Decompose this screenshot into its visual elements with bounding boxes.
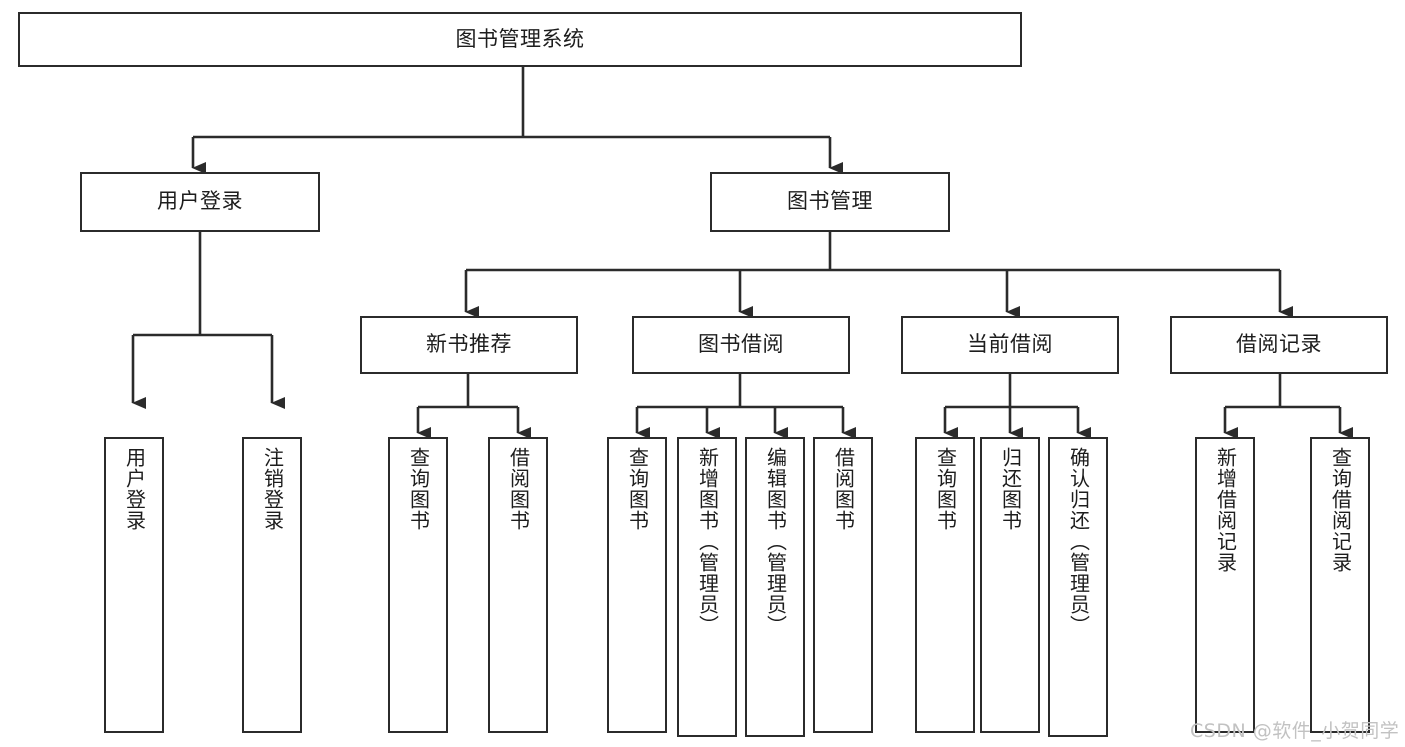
leaf-record-add-record[interactable]: 新增借阅记录 — [1195, 437, 1255, 733]
node-user-login[interactable]: 用户登录 — [80, 172, 320, 232]
node-root[interactable]: 图书管理系统 — [18, 12, 1022, 67]
leaf-borrow-borrow-book-label: 借阅图书 — [831, 447, 856, 531]
leaf-recommend-query-book-label: 查询图书 — [406, 447, 431, 531]
node-new-book-recommend-label: 新书推荐 — [426, 332, 512, 357]
node-book-borrow[interactable]: 图书借阅 — [632, 316, 850, 374]
node-root-label: 图书管理系统 — [455, 26, 585, 51]
leaf-borrow-borrow-book[interactable]: 借阅图书 — [813, 437, 873, 733]
leaf-record-add-record-label: 新增借阅记录 — [1213, 447, 1238, 573]
leaf-borrow-edit-book-label: 编辑图书（管理员） — [763, 447, 788, 636]
leaf-user-logout[interactable]: 注销登录 — [242, 437, 302, 733]
leaf-user-login-label: 用户登录 — [122, 447, 147, 531]
watermark: CSDN @软件_小贺同学 — [1190, 720, 1400, 742]
leaf-user-login[interactable]: 用户登录 — [104, 437, 164, 733]
node-user-login-label: 用户登录 — [157, 189, 243, 214]
leaf-borrow-edit-book[interactable]: 编辑图书（管理员） — [745, 437, 805, 737]
leaf-current-confirm-return[interactable]: 确认归还（管理员） — [1048, 437, 1108, 737]
leaf-recommend-query-book[interactable]: 查询图书 — [388, 437, 448, 733]
leaf-recommend-borrow-book[interactable]: 借阅图书 — [488, 437, 548, 733]
leaf-borrow-query-book-label: 查询图书 — [625, 447, 650, 531]
node-borrow-record[interactable]: 借阅记录 — [1170, 316, 1388, 374]
leaf-recommend-borrow-book-label: 借阅图书 — [506, 447, 531, 531]
leaf-current-query-book-label: 查询图书 — [933, 447, 958, 531]
leaf-record-query-record-label: 查询借阅记录 — [1328, 447, 1353, 573]
node-book-borrow-label: 图书借阅 — [698, 332, 784, 357]
node-borrow-record-label: 借阅记录 — [1236, 332, 1322, 357]
leaf-current-return-book[interactable]: 归还图书 — [980, 437, 1040, 733]
leaf-current-confirm-return-label: 确认归还（管理员） — [1066, 447, 1091, 636]
leaf-current-query-book[interactable]: 查询图书 — [915, 437, 975, 733]
node-current-borrow-label: 当前借阅 — [967, 332, 1053, 357]
leaf-user-logout-label: 注销登录 — [260, 447, 285, 531]
node-book-management-label: 图书管理 — [787, 189, 873, 214]
leaf-borrow-query-book[interactable]: 查询图书 — [607, 437, 667, 733]
leaf-record-query-record[interactable]: 查询借阅记录 — [1310, 437, 1370, 733]
leaf-borrow-add-book-label: 新增图书（管理员） — [695, 447, 720, 636]
node-current-borrow[interactable]: 当前借阅 — [901, 316, 1119, 374]
leaf-current-return-book-label: 归还图书 — [998, 447, 1023, 531]
node-book-management[interactable]: 图书管理 — [710, 172, 950, 232]
leaf-borrow-add-book[interactable]: 新增图书（管理员） — [677, 437, 737, 737]
node-new-book-recommend[interactable]: 新书推荐 — [360, 316, 578, 374]
